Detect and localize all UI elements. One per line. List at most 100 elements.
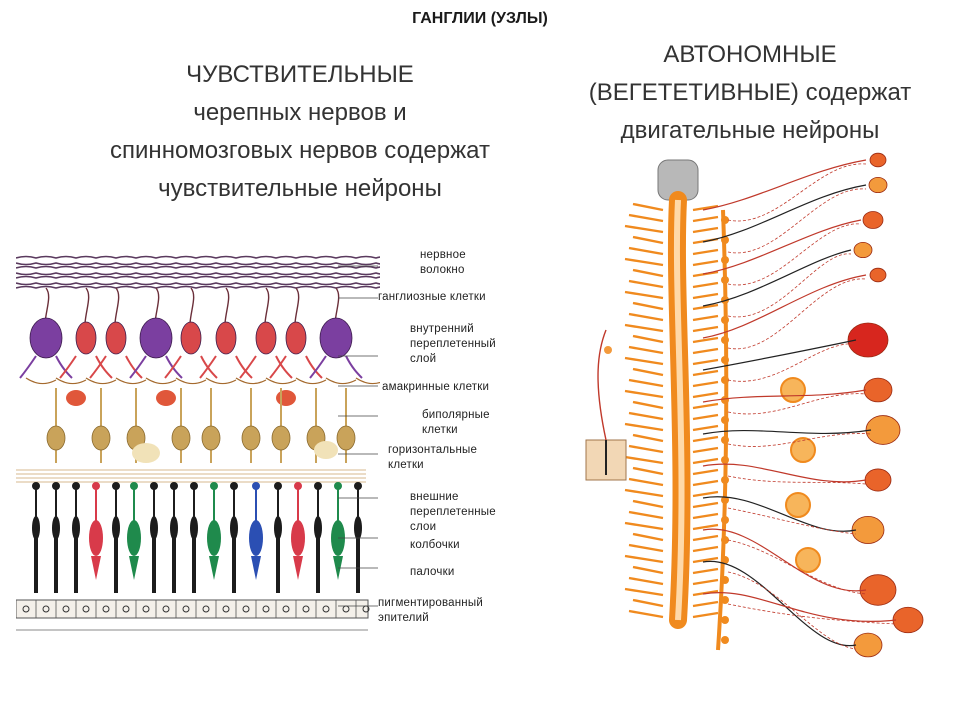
ganglion-dendrite [59,355,113,379]
chain-ganglion [721,456,729,464]
cone-outer-segment [129,556,139,580]
plexiform-fiber [55,377,87,385]
cone-body [89,520,103,556]
spinal-nerve-left [632,598,664,608]
spinal-nerve-right [692,358,719,366]
ganglion-dendrite [309,355,363,379]
autonomic-ganglia-text: АВТОНОМНЫЕ (ВЕГЕТЕТИВНЫЕ) содержат двига… [545,36,955,150]
spinal-nerve-left [628,378,664,388]
spinal-nerve-left [628,543,664,553]
rod-outer-segment [232,538,236,593]
label-ganglion-cells: ганглиозные клетки [378,291,486,303]
pigment-cell-nucleus [302,605,310,613]
chain-ganglion [721,556,729,564]
target-organ [864,468,892,492]
pigment-cell-nucleus [142,605,150,613]
chain-ganglion [721,616,729,624]
pigment-cell-nucleus [322,605,330,613]
ganglion-dendrite [89,355,143,379]
spinal-nerve-left [632,202,664,212]
ganglion-cell [29,317,63,359]
spinal-nerve-left [624,257,664,267]
rod-nucleus [32,516,40,540]
spinal-nerve-left [632,499,664,509]
cone-outer-segment [293,556,303,580]
photoreceptor-terminal [72,482,80,490]
spinal-nerve-right [692,281,719,289]
bipolar-cell [241,425,261,451]
target-organ [859,574,897,606]
target-organ [868,176,888,194]
pigment-cell-nucleus [162,605,170,613]
postganglionic-fiber [727,343,857,382]
horizontal-cell [314,441,338,459]
plexiform-fiber [355,377,380,385]
cone-body [249,520,263,556]
prevertebral-ganglion [795,547,821,573]
chain-ganglion [721,596,729,604]
pigment-cell-nucleus [262,605,270,613]
spinal-nerve-right [692,391,719,399]
rod-outer-segment [316,538,320,593]
photoreceptor-terminal [150,482,158,490]
horizontal-cell [132,443,160,463]
spinal-nerve-left [632,301,664,311]
spinal-nerve-right [692,402,719,410]
pigment-cell-nucleus [282,605,290,613]
nerve-fiber [702,389,867,403]
postganglionic-fiber [727,163,867,222]
ganglion-dendrite [269,355,323,379]
spinal-nerve-left [632,268,664,278]
photoreceptor-terminal [252,482,260,490]
ganglion-dendrite [164,355,218,379]
postganglionic-fiber [727,603,897,625]
skin-nerve [597,329,607,441]
ganglion-cell [75,321,97,355]
spinal-nerve-left [632,235,664,245]
spinal-nerve-left [628,477,664,487]
spinal-nerve-right [692,545,719,553]
ganglion-cell [180,321,202,355]
pigment-cell-nucleus [42,605,50,613]
autonomic-heading: АВТОНОМНЫЕ [663,41,837,68]
photoreceptor-terminal [334,482,342,490]
postganglionic-fiber [727,539,867,595]
chain-ganglion [721,516,729,524]
ganglion-dendrite [19,355,73,379]
spinal-nerve-left [632,433,664,443]
spinal-nerve-left [624,554,664,564]
bipolar-cell [201,425,221,451]
pigment-cell-nucleus [222,605,230,613]
chain-ganglion [721,576,729,584]
postganglionic-fiber [727,278,867,350]
chain-ganglion [721,296,729,304]
spinal-nerve-left [624,224,664,234]
target-organ [869,267,887,283]
spinal-nerve-right [692,215,719,223]
spinal-nerve-left [632,400,664,410]
chain-ganglion [721,316,729,324]
spinal-nerve-left [624,587,664,597]
bipolar-cell [336,425,356,451]
plexiform-fiber [175,377,207,385]
chain-ganglion [721,216,729,224]
nerve-fiber-strand [16,255,380,259]
spinal-nerve-right [692,457,719,465]
nerve-fiber-strand [16,262,380,266]
plexiform-fiber [325,377,357,385]
spinal-nerve-left [628,312,664,322]
pigment-cell-nucleus [182,605,190,613]
bipolar-cell [46,425,66,451]
chain-ganglion [721,636,729,644]
prevertebral-ganglion [780,377,806,403]
target-organ [847,322,889,358]
spinal-nerve-right [692,325,719,333]
spinal-nerve-right [692,446,719,454]
photoreceptor-terminal [92,482,100,490]
nerve-fiber [702,463,867,483]
label-nerve-fiber: нервное волокно [420,249,466,276]
spinal-nerve-left [624,422,664,432]
target-organ [862,211,884,229]
ganglion-cell [255,321,277,355]
nerve-fiber [702,496,857,532]
